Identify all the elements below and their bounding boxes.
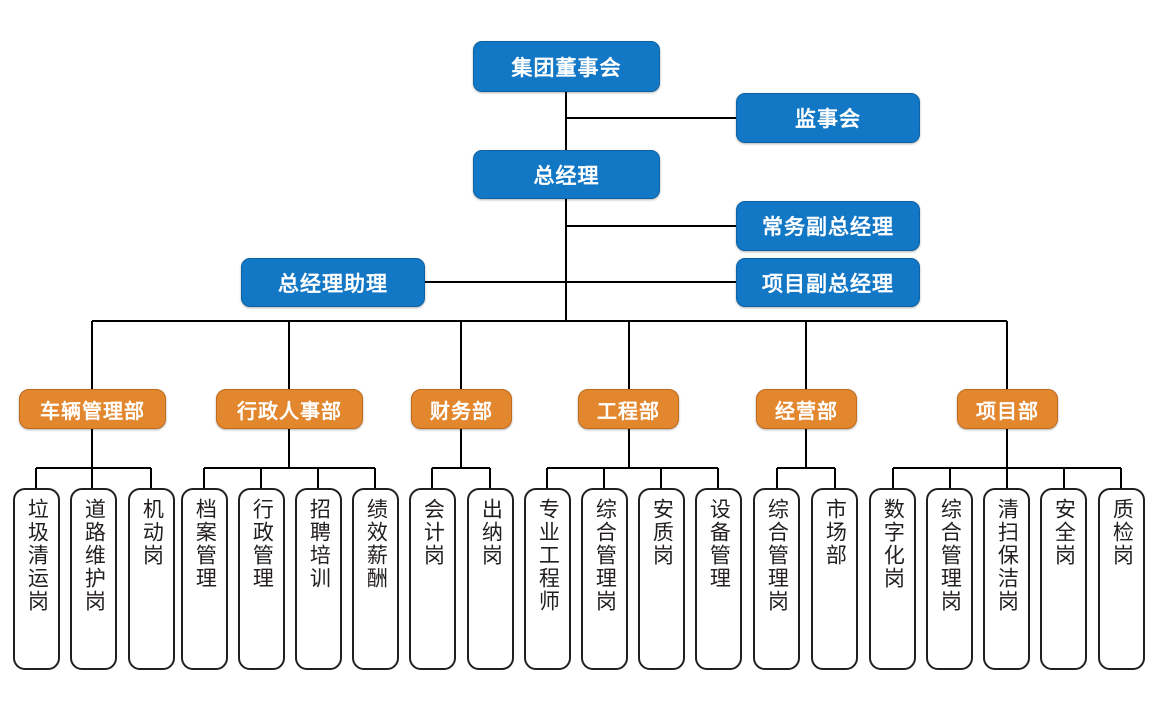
node-position-label: 清扫保洁岗 (995, 498, 1019, 613)
node-position-label: 行政管理 (250, 498, 274, 590)
node-position-cashier[interactable]: 出纳岗 (467, 488, 514, 670)
node-position-quality-inspection[interactable]: 质检岗 (1098, 488, 1145, 670)
node-position-label: 招聘培训 (307, 498, 331, 590)
node-position-recruitment-training[interactable]: 招聘培训 (295, 488, 342, 670)
node-position-label: 垃圾清运岗 (25, 498, 49, 613)
node-position-label: 质检岗 (1110, 498, 1134, 567)
node-position-label: 道路维护岗 (82, 498, 106, 613)
node-position-safety[interactable]: 安全岗 (1040, 488, 1087, 670)
node-project-deputy-gm[interactable]: 项目副总经理 (736, 258, 920, 307)
node-position-road-maintenance[interactable]: 道路维护岗 (70, 488, 117, 670)
node-position-label: 综合管理岗 (938, 498, 962, 613)
node-position-label: 数字化岗 (881, 498, 905, 590)
node-position-archive-management[interactable]: 档案管理 (181, 488, 228, 670)
node-executive-deputy-gm-label: 常务副总经理 (762, 216, 894, 239)
node-position-operations-general-management[interactable]: 综合管理岗 (753, 488, 800, 670)
node-position-label: 市场部 (823, 498, 847, 567)
node-position-cleaning-sanitation[interactable]: 清扫保洁岗 (983, 488, 1030, 670)
node-position-digitalization[interactable]: 数字化岗 (869, 488, 916, 670)
node-position-label: 安全岗 (1052, 498, 1076, 567)
node-position-accounting[interactable]: 会计岗 (409, 488, 456, 670)
node-position-project-general-management[interactable]: 综合管理岗 (926, 488, 973, 670)
node-gm-assistant[interactable]: 总经理助理 (241, 258, 425, 307)
node-supervisory-board-label: 监事会 (795, 108, 861, 131)
node-position-safety-quality[interactable]: 安质岗 (638, 488, 685, 670)
node-board-label: 集团董事会 (511, 56, 622, 80)
node-position-label: 会计岗 (421, 498, 445, 567)
node-department-engineering[interactable]: 工程部 (578, 389, 679, 429)
node-position-engineering-general-management[interactable]: 综合管理岗 (581, 488, 628, 670)
node-position-administrative-management[interactable]: 行政管理 (238, 488, 285, 670)
node-position-label: 绩效薪酬 (364, 498, 388, 590)
node-department-admin-hr[interactable]: 行政人事部 (216, 389, 363, 429)
node-position-label: 专业工程师 (536, 498, 560, 613)
node-position-label: 机动岗 (140, 498, 164, 567)
node-general-manager[interactable]: 总经理 (473, 150, 660, 199)
node-position-label: 安质岗 (650, 498, 674, 567)
node-department-finance-label: 财务部 (430, 400, 493, 423)
node-general-manager-label: 总经理 (533, 164, 600, 188)
node-position-label: 综合管理岗 (765, 498, 789, 613)
node-supervisory-board[interactable]: 监事会 (736, 93, 920, 143)
node-department-operations-label: 经营部 (775, 400, 838, 423)
node-department-finance[interactable]: 财务部 (411, 389, 512, 429)
node-position-mobile-duty[interactable]: 机动岗 (128, 488, 175, 670)
node-department-vehicle-management[interactable]: 车辆管理部 (19, 389, 166, 429)
node-position-garbage-transport[interactable]: 垃圾清运岗 (13, 488, 60, 670)
node-position-marketing[interactable]: 市场部 (811, 488, 858, 670)
node-department-operations[interactable]: 经营部 (756, 389, 857, 429)
node-position-label: 档案管理 (193, 498, 217, 590)
node-position-label: 综合管理岗 (593, 498, 617, 613)
node-project-deputy-gm-label: 项目副总经理 (762, 272, 894, 296)
node-position-performance-compensation[interactable]: 绩效薪酬 (352, 488, 399, 670)
node-position-label: 设备管理 (707, 498, 731, 590)
node-board[interactable]: 集团董事会 (473, 41, 660, 92)
node-executive-deputy-gm[interactable]: 常务副总经理 (736, 201, 920, 251)
node-department-vehicle-management-label: 车辆管理部 (40, 400, 145, 423)
node-department-admin-hr-label: 行政人事部 (237, 400, 342, 423)
node-position-label: 出纳岗 (479, 498, 503, 567)
node-position-equipment-management[interactable]: 设备管理 (695, 488, 742, 670)
node-department-project-label: 项目部 (976, 400, 1039, 423)
node-department-engineering-label: 工程部 (597, 400, 660, 423)
node-gm-assistant-label: 总经理助理 (278, 272, 388, 296)
node-position-professional-engineer[interactable]: 专业工程师 (524, 488, 571, 670)
node-department-project[interactable]: 项目部 (957, 389, 1058, 429)
